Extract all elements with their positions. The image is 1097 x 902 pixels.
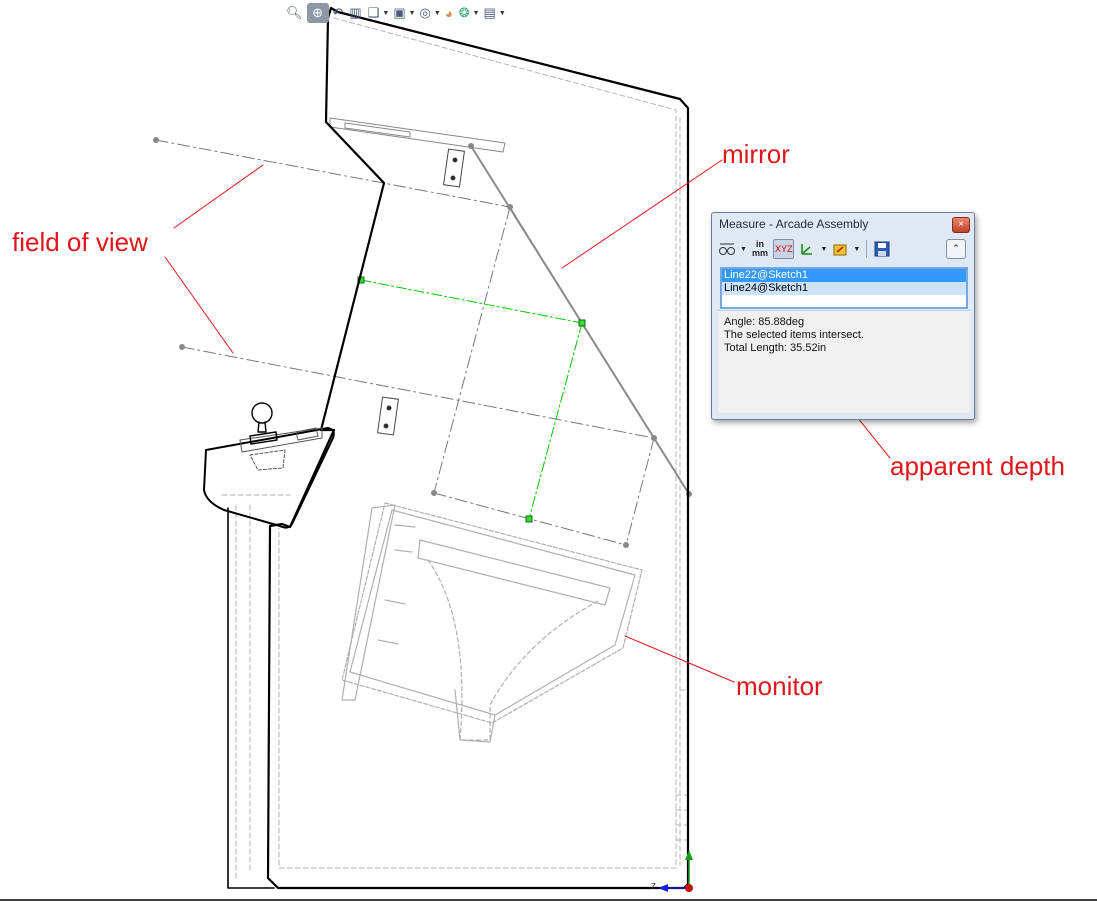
projection-icon[interactable] (831, 239, 849, 259)
annotation-apparent-depth: apparent depth (890, 451, 1065, 481)
control-panel-parts (239, 427, 323, 471)
appearance-icon[interactable]: ◕ (444, 5, 453, 21)
joystick (249, 402, 278, 445)
mount-bracket-upper (443, 148, 465, 188)
selection-item[interactable]: Line24@Sketch1 (722, 282, 966, 295)
annotation-field-of-view: field of view (12, 227, 148, 257)
projection-dropdown-icon[interactable]: ▼ (853, 245, 861, 253)
view-orientation-dropdown-icon[interactable]: ▼ (382, 9, 390, 17)
control-panel (203, 427, 335, 529)
selection-item[interactable]: Line22@Sketch1 (722, 269, 966, 282)
measured-sketch-lines (360, 279, 583, 520)
display-style-icon[interactable]: ▣ (393, 5, 406, 20)
cabinet-base-outline (227, 507, 275, 889)
cabinet-outline (266, 6, 690, 890)
result-angle: Angle: 85.88deg (724, 316, 805, 328)
section-view-icon[interactable]: ▥ (349, 5, 362, 20)
mount-bracket-lower (377, 396, 399, 436)
zoom-area-icon[interactable]: ⊕ (306, 3, 329, 23)
units-mm-label: mm (751, 248, 768, 258)
measure-dialog[interactable]: Measure - Arcade Assembly × ▼ in mm XYZ … (711, 212, 975, 420)
collapse-results-button[interactable]: ⌃ (946, 239, 966, 259)
xyz-label: XYZ (774, 244, 793, 254)
selection-list[interactable]: Line22@Sketch1 Line24@Sketch1 (720, 267, 968, 309)
arc-circle-dropdown-icon[interactable]: ▼ (740, 245, 747, 253)
zoom-fit-icon[interactable]: 🔍︎ (286, 5, 303, 20)
scene-icon[interactable]: ❂ (458, 5, 470, 20)
view-settings-icon[interactable]: ▤ (483, 5, 496, 20)
view-orientation-icon[interactable]: ❑ (367, 5, 380, 20)
toolbar-separator (866, 240, 868, 258)
annotation-monitor: monitor (736, 671, 823, 701)
heads-up-view-toolbar: 🔍︎ ⊕ ↶ ▥ ❑ ▼ ▣ ▼ ◎ ▼ ◕ ❂ ▼ ▤ ▼ (284, 2, 506, 24)
close-button[interactable]: × (952, 217, 970, 233)
monitor-geometry (341, 502, 643, 743)
measure-toolbar: ▼ in mm XYZ ▼ ▼ (718, 238, 968, 260)
arc-circle-measure-icon[interactable] (718, 239, 736, 259)
show-xyz-button[interactable]: XYZ (772, 239, 795, 259)
result-intersect: The selected items intersect. (724, 329, 865, 341)
measure-results: Angle: 85.88deg The selected items inter… (718, 310, 970, 413)
point-to-point-dropdown-icon[interactable]: ▼ (820, 245, 828, 253)
display-style-dropdown-icon[interactable]: ▼ (408, 9, 416, 17)
scene-dropdown-icon[interactable]: ▼ (472, 9, 480, 17)
units-precision-button[interactable]: in mm (751, 239, 769, 259)
marquee-bracket (329, 117, 506, 153)
hide-show-icon[interactable]: ◎ (419, 5, 431, 20)
point-to-point-icon[interactable] (798, 239, 816, 259)
view-settings-dropdown-icon[interactable]: ▼ (498, 9, 506, 17)
triad-z-label: Z (651, 882, 656, 891)
reference-triad (658, 850, 693, 892)
annotation-mirror: mirror (722, 139, 790, 169)
previous-view-icon[interactable]: ↶ (332, 5, 344, 20)
hidden-geometry (221, 17, 689, 881)
result-total-length: Total Length: 35.52in (724, 342, 827, 354)
field-of-view-lines (155, 139, 655, 546)
save-icon[interactable] (873, 239, 891, 259)
hide-show-dropdown-icon[interactable]: ▼ (433, 9, 441, 17)
measure-dialog-title: Measure - Arcade Assembly (719, 217, 869, 231)
units-in-label: in (755, 239, 764, 249)
